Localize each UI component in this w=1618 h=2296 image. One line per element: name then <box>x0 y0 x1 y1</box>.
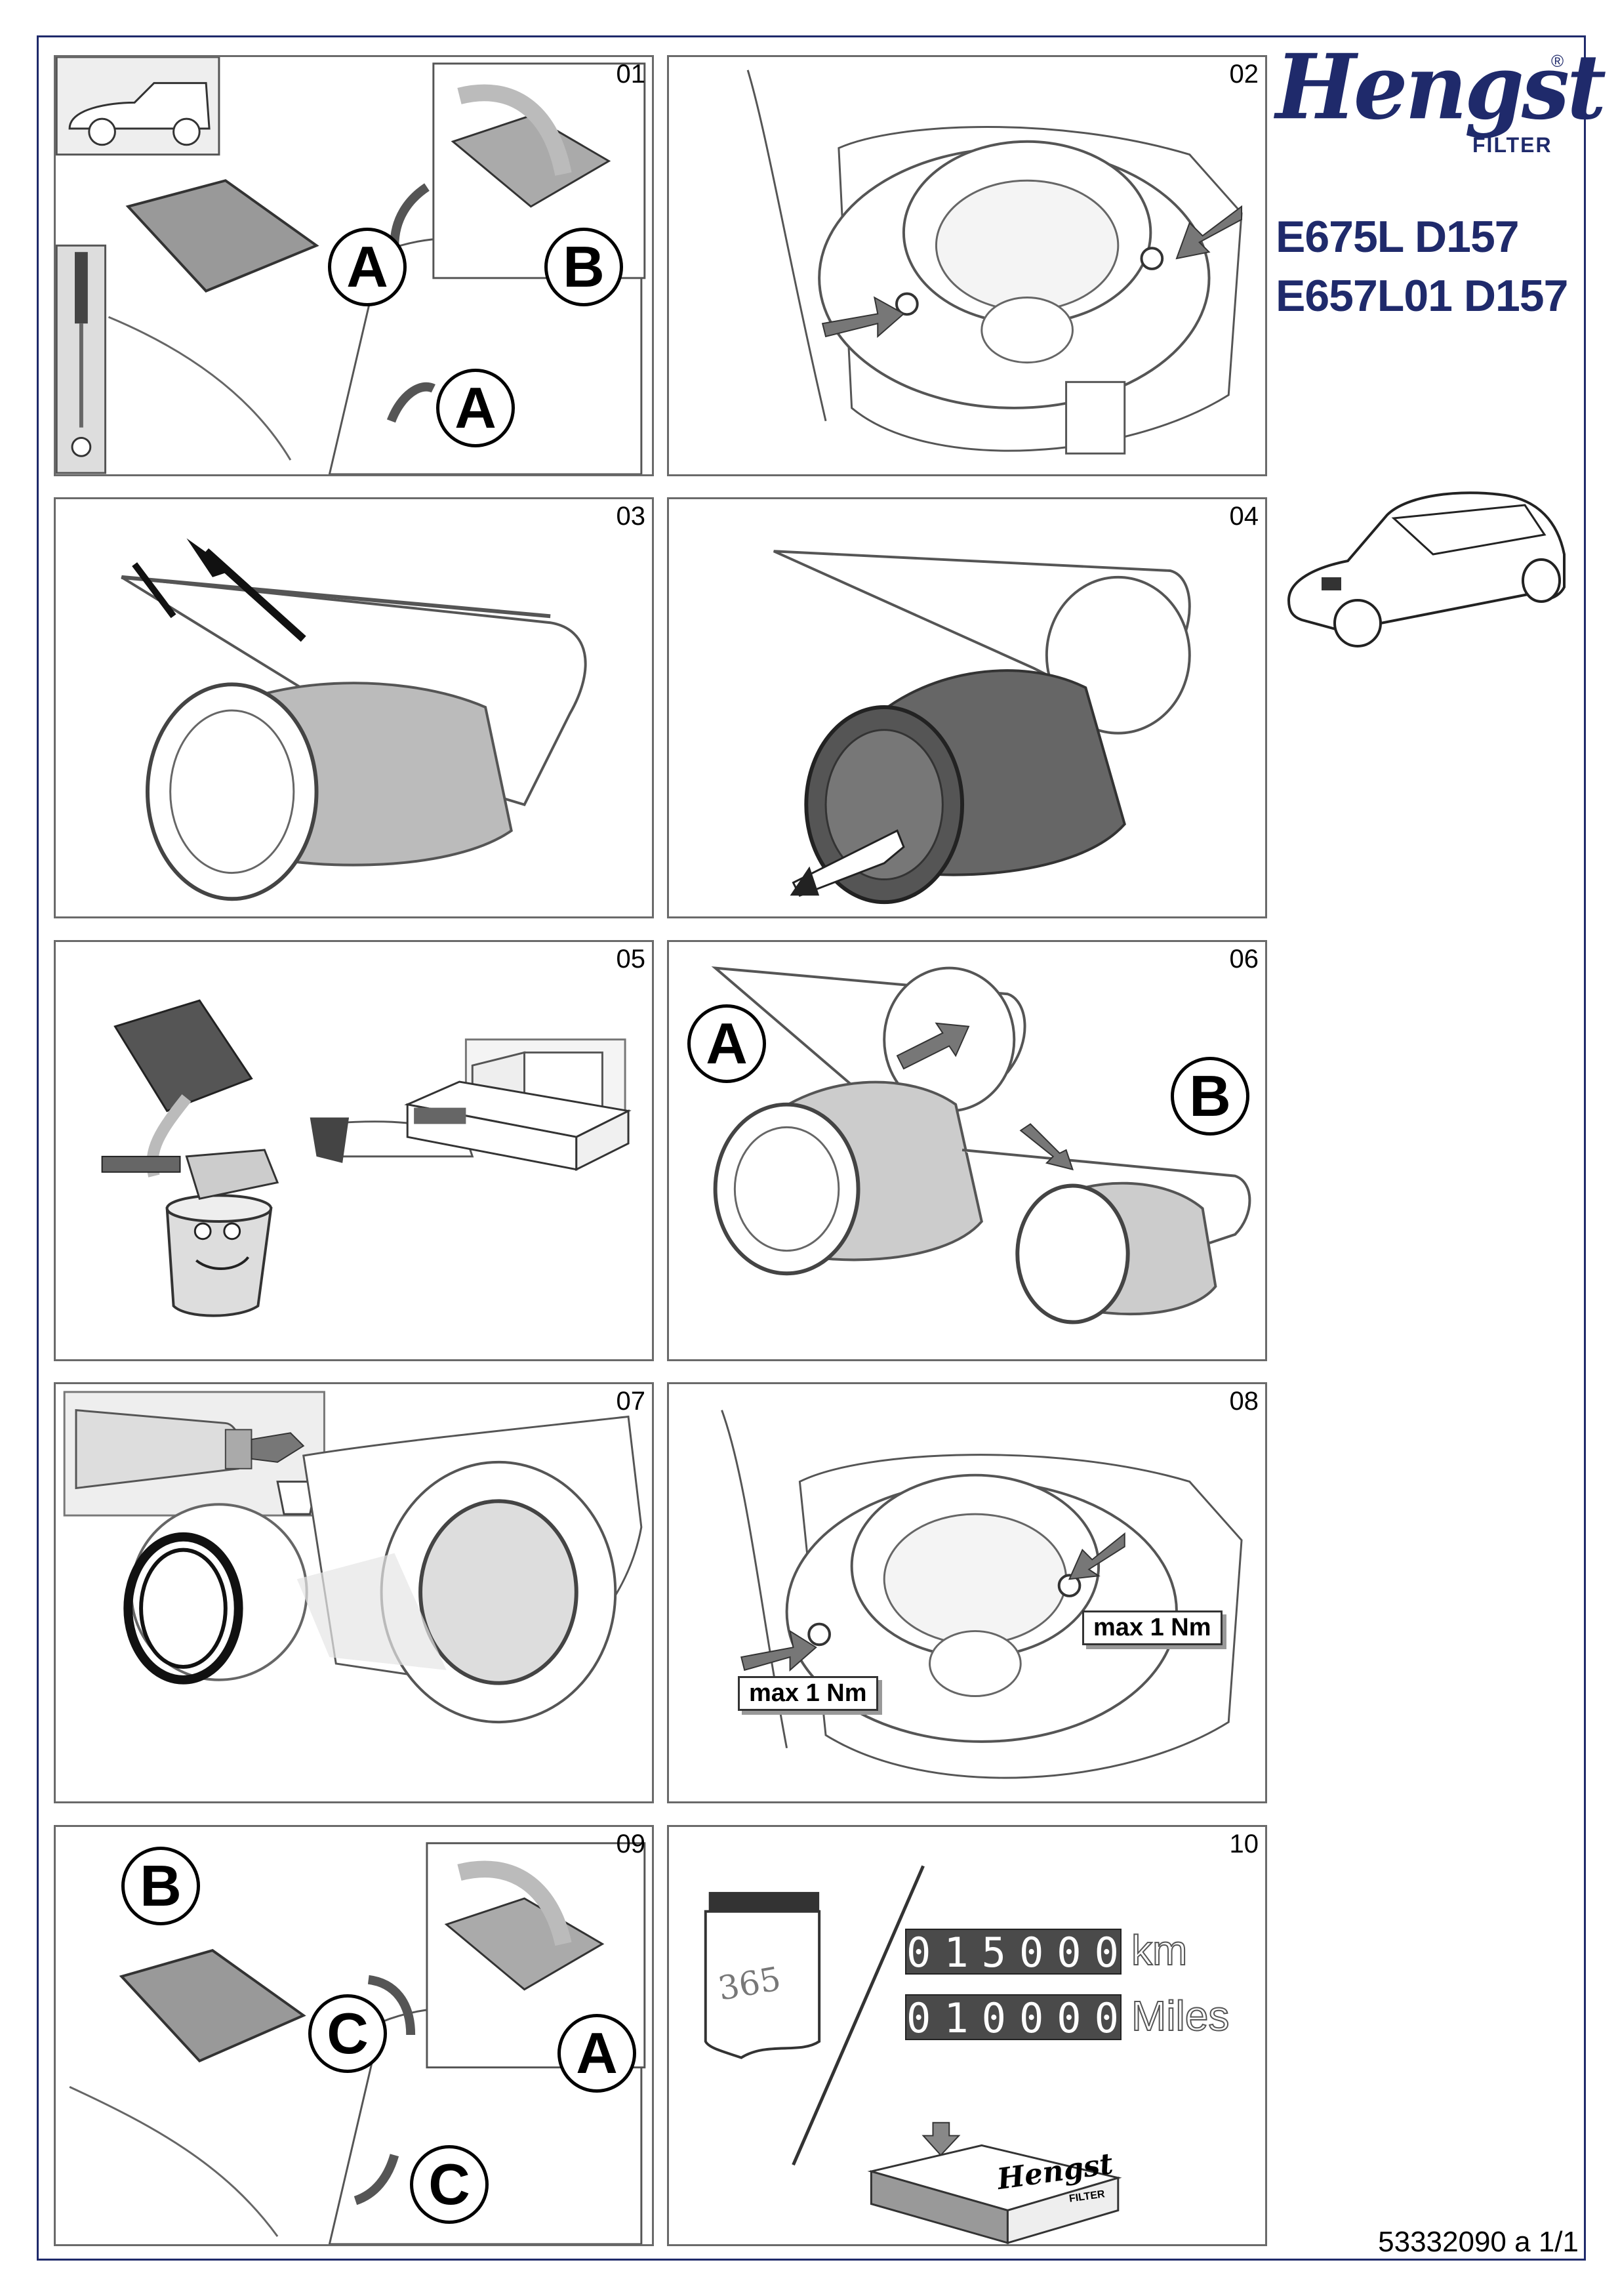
panel-05: 05 <box>54 940 654 1361</box>
seal-grease-illustration <box>63 1391 643 1724</box>
label-a: A <box>557 2014 636 2093</box>
odometer-km-unit: km <box>1131 1926 1188 1975</box>
install-new-filter-illustration <box>711 966 1251 1324</box>
panel-10: 365 015000 km 010000 Miles Hengst FILTER… <box>667 1825 1267 2246</box>
panel-number: 03 <box>616 502 646 531</box>
label-c-lower: C <box>410 2145 489 2224</box>
panel-number: 08 <box>1229 1387 1259 1416</box>
label-c-upper: C <box>308 1994 387 2073</box>
odometer-miles-unit: Miles <box>1131 1992 1230 2040</box>
panel-number: 02 <box>1229 60 1259 89</box>
label-a-upper: A <box>328 228 407 306</box>
registered-mark: ® <box>1551 51 1564 71</box>
panel-01: A B A 01 <box>54 55 654 476</box>
label-b: B <box>1171 1057 1249 1136</box>
panel-number: 05 <box>616 945 646 974</box>
label-a: A <box>687 1004 766 1083</box>
panel-number: 06 <box>1229 945 1259 974</box>
panel-number: 04 <box>1229 502 1259 531</box>
service-interval-illustration <box>704 1865 1122 2244</box>
brand-block: Hengst FILTER ® <box>1276 34 1606 163</box>
panel-04: 04 <box>667 497 1267 918</box>
panel-number: 09 <box>616 1830 646 1858</box>
panel-09: B C A C 09 <box>54 1825 654 2246</box>
odometer-km-value: 015000 <box>905 1929 1132 1977</box>
brand-logo: Hengst <box>1276 34 1606 140</box>
panel-06: A B 06 <box>667 940 1267 1361</box>
panel-02: 02 <box>667 55 1267 476</box>
torque-label-left: max 1 Nm <box>738 1676 878 1711</box>
torque-label-right: max 1 Nm <box>1082 1610 1223 1645</box>
odometer-miles: 010000 Miles <box>905 1992 1230 2042</box>
label-a-lower: A <box>436 369 515 447</box>
torque-illustration <box>721 1410 1243 1779</box>
page-frame <box>37 35 1586 2261</box>
part-number-2: E657L01 D157 <box>1276 271 1568 321</box>
filter-lid-illustration <box>121 538 587 901</box>
label-b: B <box>544 228 623 306</box>
document-reference: 53332090 a 1/1 <box>1378 2226 1579 2258</box>
panel-number: 07 <box>616 1387 646 1416</box>
label-b: B <box>121 1847 200 1925</box>
panel-number: 10 <box>1229 1830 1259 1858</box>
disposal-and-new-filter-illustration <box>101 999 632 1317</box>
panel-07: 07 <box>54 1382 654 1803</box>
panel-08: max 1 Nm max 1 Nm 08 <box>667 1382 1267 1803</box>
panel-03: 03 <box>54 497 654 918</box>
odometer-km: 015000 km <box>905 1926 1188 1977</box>
airbox-housing-illustration <box>746 70 1243 455</box>
car-icon <box>1287 491 1566 647</box>
panel-number: 01 <box>616 60 646 89</box>
brand-sub: FILTER <box>1472 133 1552 157</box>
filter-removal-illustration <box>773 550 1191 905</box>
odometer-miles-value: 010000 <box>905 1994 1132 2042</box>
part-number-1: E675L D157 <box>1276 212 1520 262</box>
engine-bay-illustration <box>56 57 646 474</box>
